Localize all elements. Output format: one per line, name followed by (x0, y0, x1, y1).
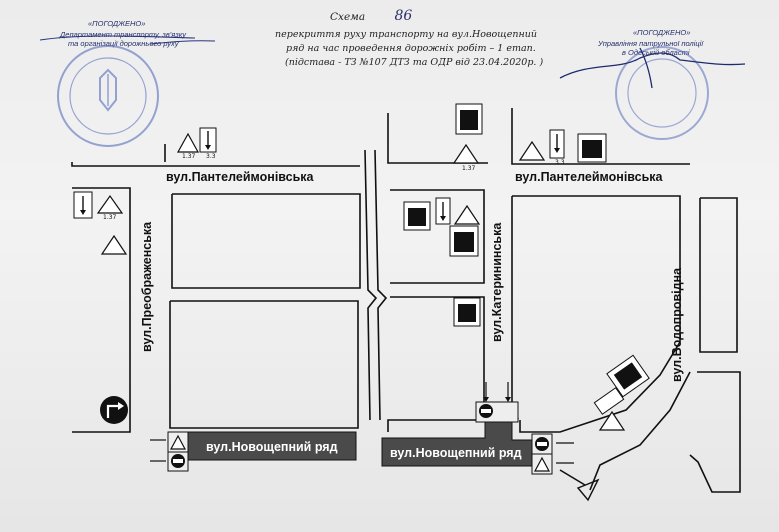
no-entry-sign-junction (475, 401, 519, 423)
detour-tablet-katerynynska-top (455, 103, 483, 135)
right-signature (559, 47, 746, 89)
no-entry-sign-left (167, 451, 189, 472)
detour-tablet-top-right (577, 133, 607, 163)
no-entry-sign-right (531, 433, 553, 455)
header-line-1: перекриття руху транспорту на вул.Новоще… (275, 29, 537, 40)
closed-section-right (381, 419, 537, 467)
left-seal-stamp (57, 45, 159, 147)
give-way-triangle (576, 478, 600, 502)
left-approval-line-1: Департамент транспорту, зв'язку (60, 30, 186, 39)
street-label-novoshchepnyi-left: вул.Новощепний ряд (206, 440, 338, 454)
detour-tablet-mid-left (403, 201, 431, 231)
right-seal-stamp (615, 46, 709, 140)
road-works-sign-katerynynska-mid (453, 204, 481, 225)
lane-direction-sign-top-right (549, 129, 565, 159)
street-label-panteleimonivska-left: вул.Пантелеймонівська (166, 170, 314, 184)
left-approval-stamp-text: «ПОГОДЖЕНО» (88, 19, 146, 28)
turn-right-only-sign (100, 396, 128, 424)
lane-direction-sign-mid (435, 197, 451, 225)
road-works-sign-left-1 (96, 194, 124, 214)
detour-tablet-vodoprovidna (606, 354, 650, 398)
distance-plate-1: 1.37 (182, 153, 196, 160)
road-works-sign-top-right (518, 140, 546, 161)
street-label-katerynynska: вул.Катерининська (490, 222, 504, 342)
left-signature (39, 35, 216, 45)
road-works-sign-left-junction (167, 431, 189, 453)
lane-direction-sign-left (73, 191, 93, 219)
scheme-title: Схема 86 (330, 8, 412, 24)
road-works-sign-top-left (176, 132, 200, 153)
street-label-panteleimonivska-right: вул.Пантелеймонівська (515, 170, 663, 184)
right-approval-line-2: в Одеській області (622, 48, 690, 57)
road-works-sign-right-junction (531, 453, 553, 475)
header-line-3: (підстава - ТЗ №107 ДТЗ та ОДР від 23.04… (285, 57, 544, 68)
street-label-vodoprovidna: вул.Водопровідна (670, 267, 684, 382)
road-outlines (71, 108, 741, 493)
lane-direction-sign-top-left (199, 127, 217, 153)
distance-plate-3: 1.37 (103, 214, 117, 221)
header-line-2: ряд на час проведення дорожніх робіт – 1… (286, 43, 536, 54)
detour-tablet-lower (453, 297, 481, 327)
detour-tablet-mid (449, 225, 479, 257)
distance-plate-2: 3.3 (206, 153, 216, 160)
road-works-sign-vodoprovidna (598, 410, 626, 431)
street-label-preobrazhenska: вул.Преображенська (140, 221, 154, 352)
scheme-title-prefix: Схема (330, 11, 366, 23)
road-works-sign-katerynynska-top (452, 143, 480, 164)
scheme-number: 86 (394, 8, 413, 24)
right-approval-line-1: Управління патрульної поліції (598, 39, 704, 48)
distance-plate-4: 3.3 (555, 159, 565, 166)
detour-arrow-vodoprovidna (593, 387, 625, 415)
distance-plate-5: 1.37 (462, 165, 476, 172)
approach-arrows (150, 382, 574, 464)
right-approval-stamp-text: «ПОГОДЖЕНО» (633, 28, 691, 37)
road-works-sign-left-2 (100, 234, 128, 255)
street-label-novoshchepnyi-right: вул.Новощепний ряд (390, 446, 522, 460)
left-approval-line-2: та організації дорожнього руху (68, 39, 179, 48)
